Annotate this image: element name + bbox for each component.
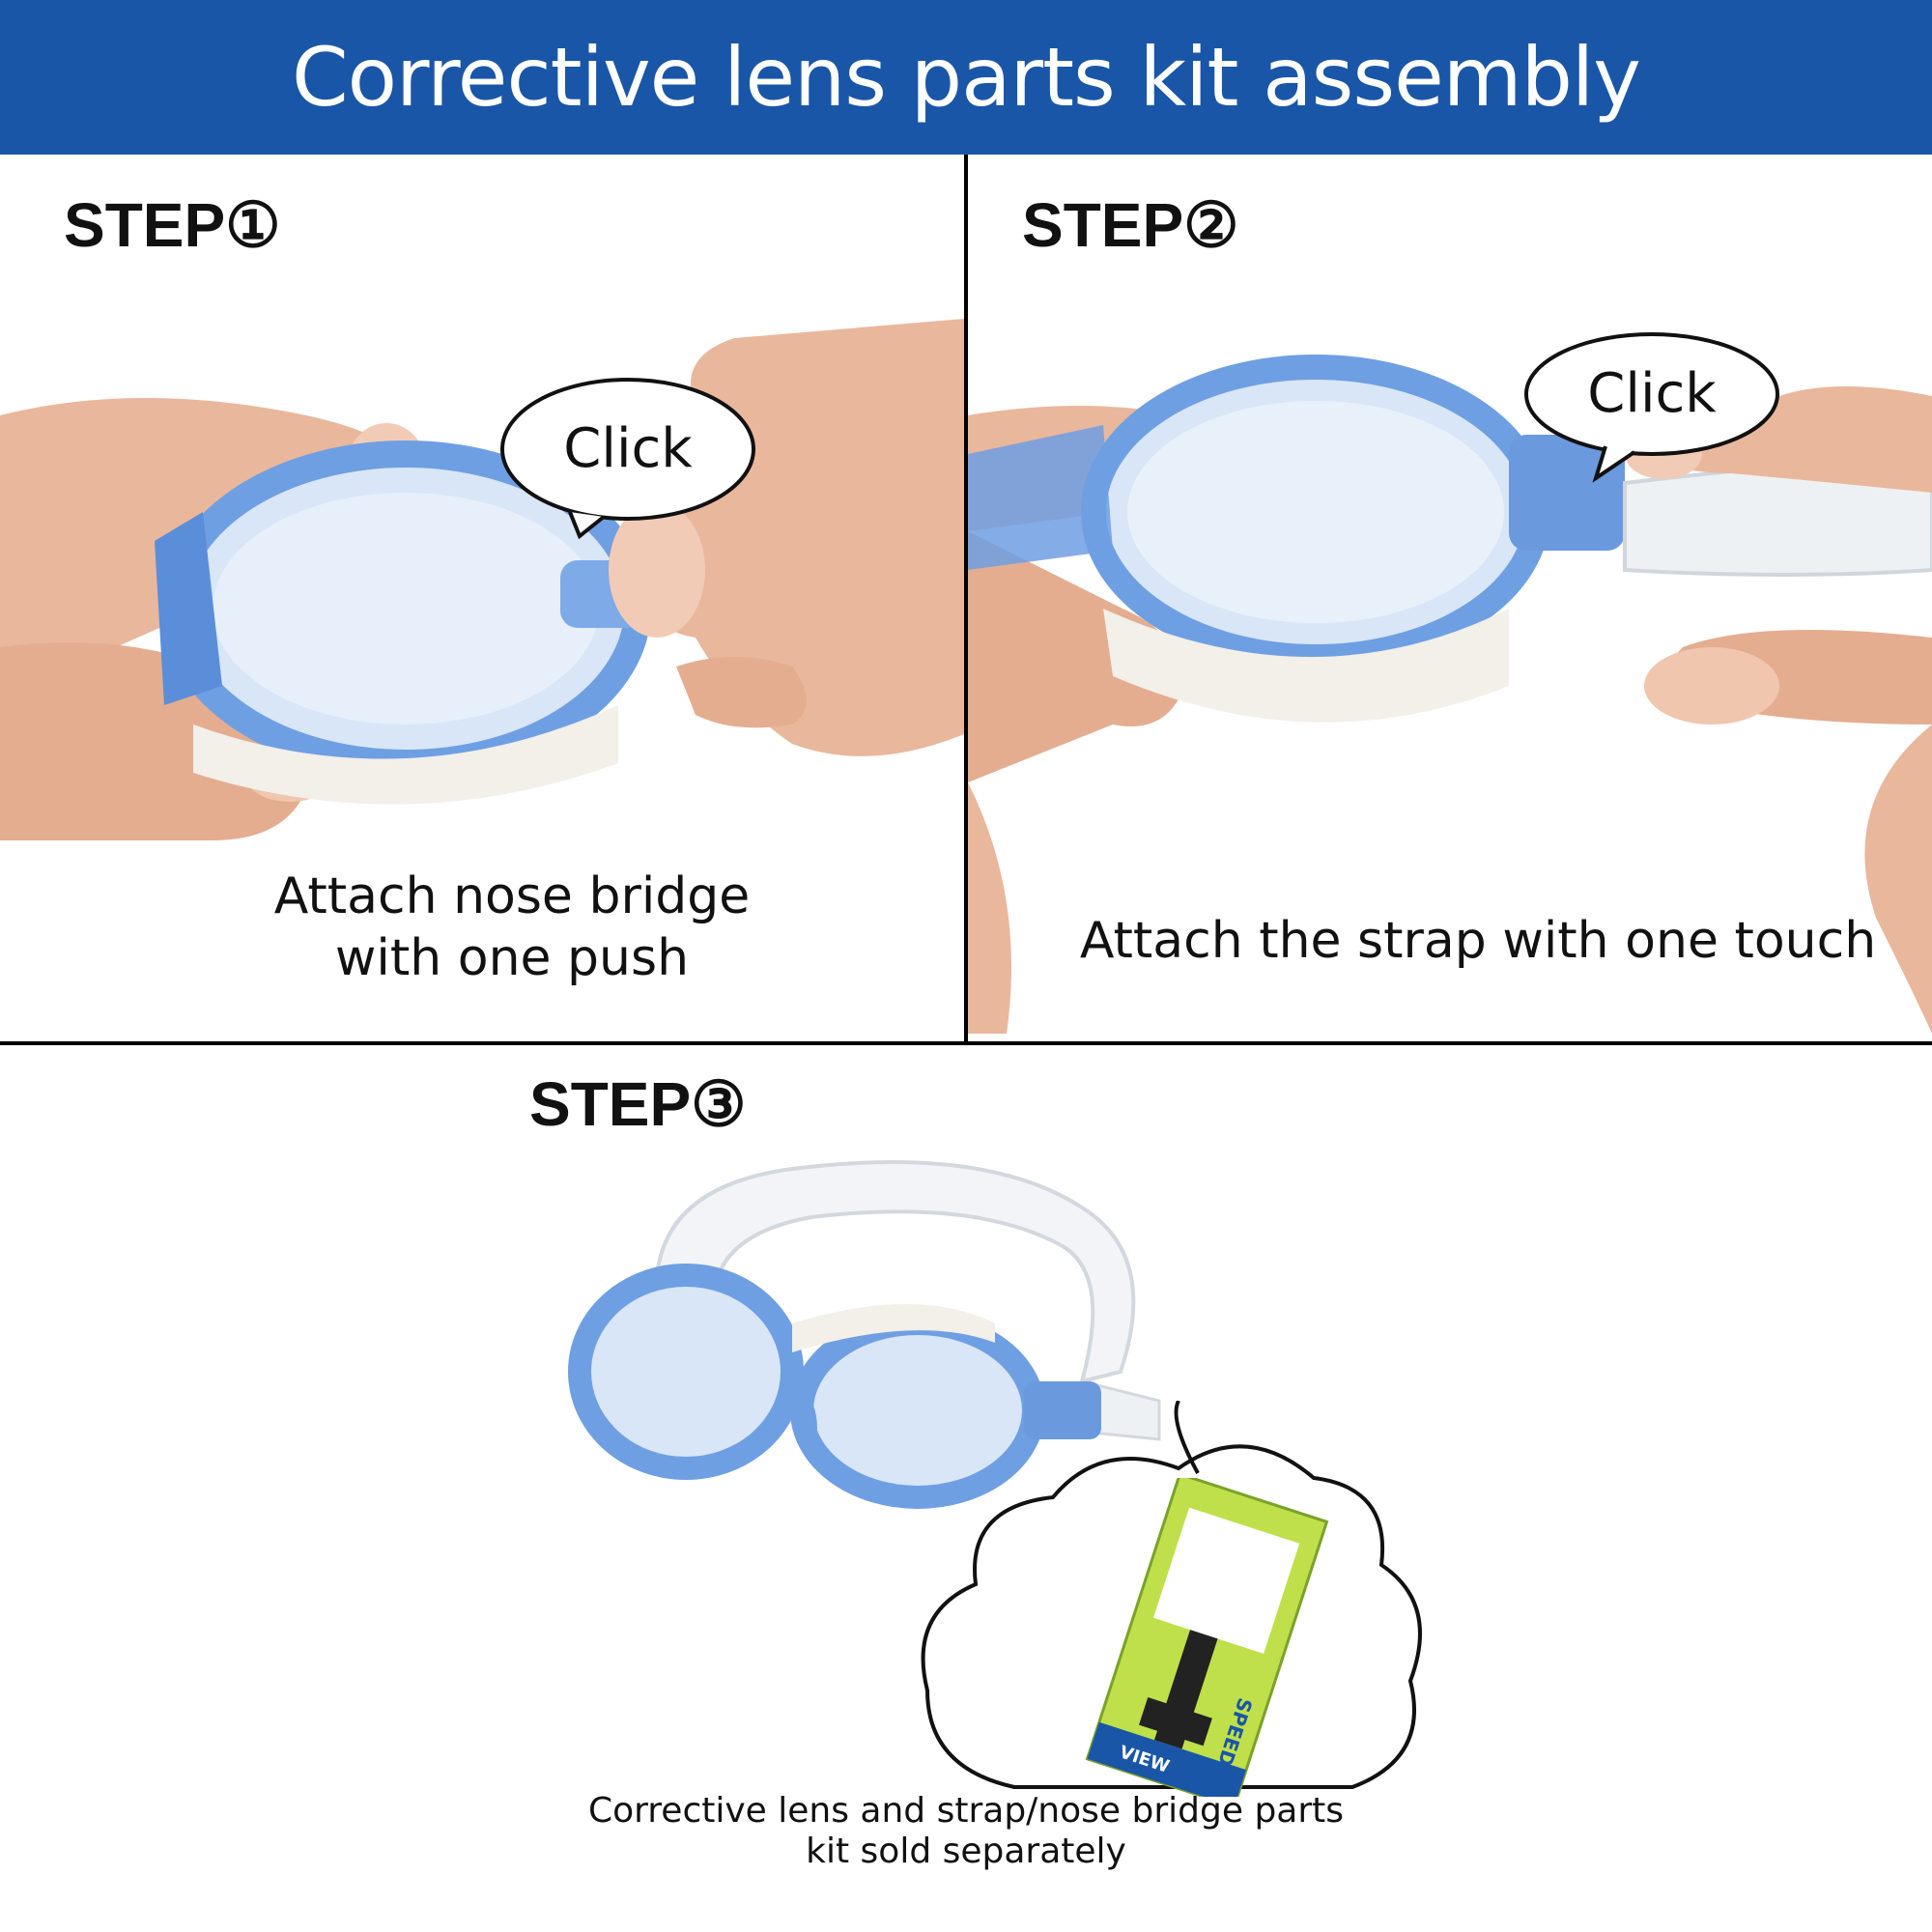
step-1-caption-line-2: with one push: [334, 929, 690, 987]
step-2-photo: [968, 332, 1932, 1034]
header-banner: Corrective lens parts kit assembly: [0, 0, 1932, 155]
step-3-note: Corrective lens and strap/nose bridge pa…: [483, 1791, 1449, 1872]
step-2-bubble-text: Click: [1587, 362, 1717, 425]
step-2-label: STEP②: [1022, 190, 1239, 260]
step-1-caption: Attach nose bridge with one push: [164, 866, 860, 989]
horizontal-divider: [0, 1041, 1932, 1045]
parts-kit-package: SPEEDY FIT VIEW: [1085, 1478, 1329, 1797]
vertical-divider: [964, 155, 968, 1043]
speech-bubble: [1524, 332, 1779, 483]
step-3-label: STEP③: [529, 1069, 747, 1139]
page-title: Corrective lens parts kit assembly: [292, 30, 1641, 125]
step-2-caption-line-1: Attach the strap with one touch: [1079, 912, 1877, 970]
step-3-note-line-2: kit sold separately: [806, 1832, 1126, 1871]
step-1-bubble-text: Click: [563, 417, 693, 480]
speech-bubble: [500, 378, 755, 540]
goggles-illustration: [968, 355, 1932, 723]
goggles-illustration: [568, 1160, 1161, 1509]
step-3-note-line-1: Corrective lens and strap/nose bridge pa…: [587, 1791, 1345, 1831]
header-background: [0, 0, 1932, 155]
step-1-caption-line-1: Attach nose bridge: [273, 867, 751, 925]
step-1-photo: [0, 319, 964, 840]
step-2-caption: Attach the strap with one touch: [1053, 910, 1903, 972]
step-1-label: STEP①: [64, 190, 281, 260]
step-3-photo: [568, 1160, 1161, 1509]
